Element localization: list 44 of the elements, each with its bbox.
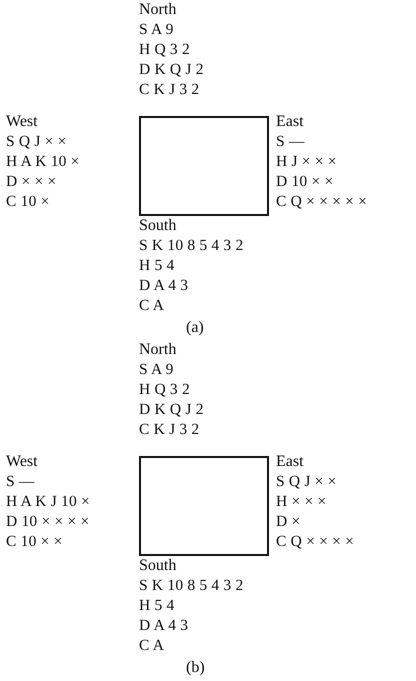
hand-line: S Q J × × <box>6 132 68 152</box>
hand-line: S — <box>6 472 36 492</box>
hand-line: D × × × <box>6 172 58 192</box>
hand-line: C K J 3 2 <box>139 80 200 100</box>
hand-line: S K 10 8 5 4 3 2 <box>139 236 244 256</box>
seat-label: East <box>276 452 305 472</box>
figure-caption: (a) <box>186 318 204 338</box>
seat-label: East <box>276 112 305 132</box>
hand-line: C Q × × × × <box>276 532 354 552</box>
figure-caption: (b) <box>186 658 205 678</box>
seat-label: North <box>139 340 178 360</box>
hand-line: C A <box>139 636 166 656</box>
bridge-table <box>139 116 269 216</box>
hand-line: C A <box>139 296 166 316</box>
hand-line: D 10 × × × × <box>6 512 90 532</box>
hand-line: D 10 × × <box>276 172 334 192</box>
hand-line: D A 4 3 <box>139 276 190 296</box>
seat-label: South <box>139 556 178 576</box>
hand-line: D × <box>276 512 302 532</box>
hand-line: H J × × × <box>276 152 338 172</box>
hand-line: H 5 4 <box>139 256 176 276</box>
hand-line: D K Q J 2 <box>139 60 204 80</box>
hand-line: S — <box>276 132 306 152</box>
hand-line: C K J 3 2 <box>139 420 200 440</box>
hand-line: H Q 3 2 <box>139 40 191 60</box>
hand-line: S Q J × × <box>276 472 338 492</box>
seat-label: South <box>139 216 178 236</box>
seat-label: North <box>139 0 178 20</box>
seat-label: West <box>6 452 39 472</box>
hand-line: S K 10 8 5 4 3 2 <box>139 576 244 596</box>
hand-line: H × × × <box>276 492 328 512</box>
bridge-table <box>139 456 269 556</box>
hand-line: H Q 3 2 <box>139 380 191 400</box>
hand-line: S A 9 <box>139 360 175 380</box>
hand-line: C Q × × × × × <box>276 192 368 212</box>
hand-line: C 10 × <box>6 192 51 212</box>
seat-label: West <box>6 112 39 132</box>
hand-line: S A 9 <box>139 20 175 40</box>
hand-line: H 5 4 <box>139 596 176 616</box>
hand-line: H A K J 10 × <box>6 492 90 512</box>
hand-line: H A K 10 × <box>6 152 80 172</box>
hand-line: D A 4 3 <box>139 616 190 636</box>
hand-line: D K Q J 2 <box>139 400 204 420</box>
hand-line: C 10 × × <box>6 532 64 552</box>
